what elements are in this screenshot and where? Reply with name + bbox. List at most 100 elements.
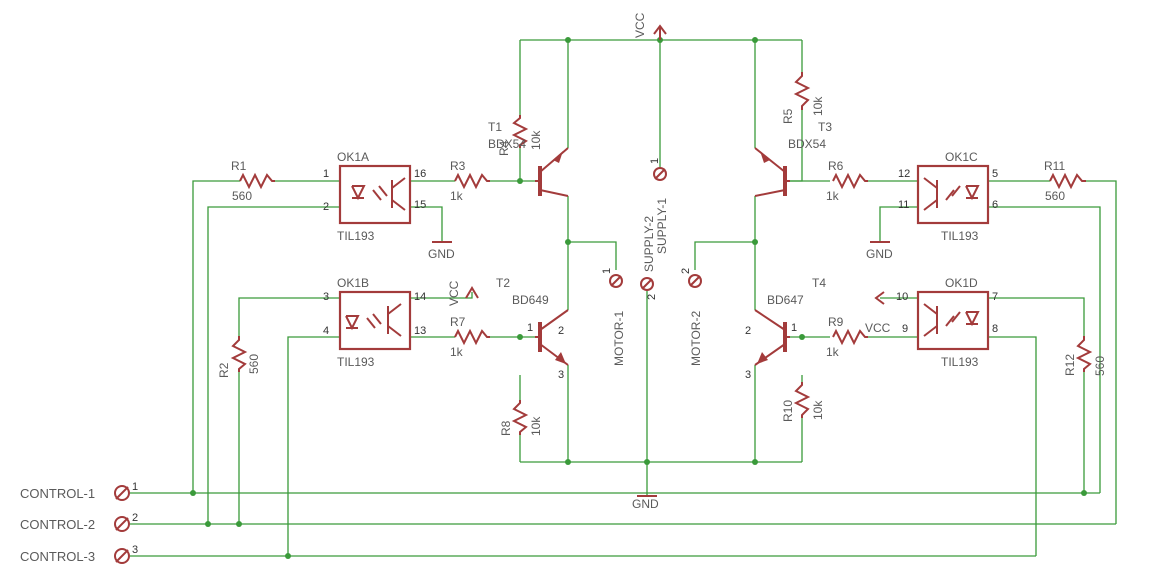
transistor-t4: T4 BD647 2 1 3 (745, 276, 826, 381)
resistor-r1: R1 560 (231, 159, 275, 203)
svg-text:T1: T1 (488, 120, 502, 134)
svg-text:1: 1 (132, 481, 138, 493)
svg-text:560: 560 (232, 189, 252, 203)
svg-text:2: 2 (745, 325, 751, 337)
svg-text:R11: R11 (1044, 159, 1065, 173)
svg-text:R1: R1 (231, 159, 247, 173)
wires (130, 39, 1117, 557)
svg-text:SUPPLY-1: SUPPLY-1 (655, 198, 669, 254)
resistor-r9: R9 1k (826, 315, 868, 359)
svg-text:GND: GND (866, 247, 893, 261)
svg-text:VCC: VCC (447, 280, 461, 306)
svg-text:CONTROL-3: CONTROL-3 (20, 549, 95, 564)
svg-text:2: 2 (323, 201, 329, 213)
svg-text:560: 560 (1045, 189, 1065, 203)
gnd-symbol-ok1c: GND (866, 241, 893, 261)
svg-text:6: 6 (992, 199, 998, 211)
svg-text:R2: R2 (217, 362, 231, 378)
svg-text:T2: T2 (496, 276, 510, 290)
svg-text:R5: R5 (781, 108, 795, 124)
svg-text:10k: 10k (529, 416, 543, 436)
svg-text:BD649: BD649 (512, 293, 549, 307)
svg-text:1: 1 (527, 322, 533, 334)
svg-text:3: 3 (745, 369, 751, 381)
terminal-control-1: CONTROL-1 1 (20, 481, 138, 501)
svg-text:560: 560 (247, 354, 261, 374)
svg-text:BD647: BD647 (767, 293, 804, 307)
ok1c-name: OK1C (945, 150, 978, 164)
gnd-symbol-bottom: GND (632, 495, 659, 511)
optocoupler-ok1b: OK1B TIL193 3 4 14 13 (323, 276, 426, 369)
svg-text:10k: 10k (811, 96, 825, 116)
svg-text:CONTROL-1: CONTROL-1 (20, 486, 95, 501)
terminal-supply-2: 2 SUPPLY-2 (640, 216, 658, 300)
terminal-motor-2: 2 MOTOR-2 (680, 268, 703, 366)
resistor-r11: R11 560 (1044, 159, 1086, 203)
svg-text:VCC: VCC (865, 321, 891, 335)
svg-text:15: 15 (414, 199, 426, 211)
svg-text:1k: 1k (450, 189, 464, 203)
svg-text:T4: T4 (812, 276, 826, 290)
svg-text:GND: GND (632, 497, 659, 511)
terminal-control-3: CONTROL-3 3 (20, 544, 138, 564)
ok1b-name: OK1B (337, 276, 369, 290)
svg-text:1: 1 (323, 168, 329, 180)
svg-text:2: 2 (558, 325, 564, 337)
resistor-r12: R12 560 (1063, 336, 1107, 376)
svg-text:R3: R3 (450, 159, 466, 173)
vcc-symbol-ok1b: VCC (447, 280, 479, 306)
svg-text:3: 3 (323, 291, 329, 303)
svg-text:VCC: VCC (633, 12, 647, 38)
svg-text:R8: R8 (499, 420, 513, 436)
svg-text:4: 4 (323, 325, 329, 337)
transistor-t3: T3 BDX54 (754, 120, 832, 197)
svg-text:R10: R10 (781, 400, 795, 422)
svg-text:1: 1 (649, 158, 661, 164)
svg-text:R4: R4 (497, 140, 511, 156)
terminal-supply-1: 1 SUPPLY-1 (649, 158, 669, 254)
svg-text:8: 8 (992, 323, 998, 335)
resistor-r8: R8 10k (499, 400, 543, 436)
svg-text:BDX54: BDX54 (488, 137, 526, 151)
svg-text:1k: 1k (826, 189, 840, 203)
svg-text:3: 3 (558, 369, 564, 381)
svg-text:R9: R9 (828, 315, 844, 329)
svg-text:1k: 1k (450, 345, 464, 359)
svg-text:BDX54: BDX54 (788, 137, 826, 151)
svg-text:10k: 10k (811, 400, 825, 420)
svg-text:14: 14 (414, 291, 426, 303)
resistor-r4: R4 10k (497, 115, 543, 156)
svg-text:1k: 1k (826, 345, 840, 359)
svg-text:3: 3 (132, 544, 138, 556)
terminal-motor-1: 1 MOTOR-1 (601, 268, 626, 366)
resistor-r7: R7 1k (450, 315, 490, 359)
svg-text:R6: R6 (828, 159, 844, 173)
svg-text:9: 9 (902, 323, 908, 335)
ok1c-value: TIL193 (941, 229, 979, 243)
transistor-t1: T1 BDX54 (488, 120, 569, 197)
ok1d-value: TIL193 (941, 355, 979, 369)
gnd-symbol-ok1a: GND (428, 241, 455, 261)
ok1a-value: TIL193 (337, 229, 375, 243)
svg-text:2: 2 (132, 512, 138, 524)
resistor-r10: R10 10k (781, 382, 825, 422)
optocoupler-ok1d: OK1D TIL193 10 9 7 8 (896, 276, 998, 369)
optocoupler-ok1a: OK1A TIL193 1 2 16 15 (323, 150, 426, 243)
resistor-r5: R5 10k (781, 72, 825, 124)
svg-text:R12: R12 (1063, 354, 1077, 376)
svg-text:12: 12 (898, 168, 910, 180)
vcc-symbol-top: VCC (633, 12, 667, 40)
svg-text:10: 10 (896, 291, 908, 303)
svg-text:MOTOR-2: MOTOR-2 (689, 311, 703, 366)
svg-text:MOTOR-1: MOTOR-1 (612, 311, 626, 366)
ok1b-value: TIL193 (337, 355, 375, 369)
resistor-r6: R6 1k (826, 159, 868, 203)
svg-text:CONTROL-2: CONTROL-2 (20, 517, 95, 532)
svg-text:2: 2 (680, 268, 692, 274)
ok1d-name: OK1D (945, 276, 978, 290)
svg-text:T3: T3 (818, 120, 832, 134)
svg-text:SUPPLY-2: SUPPLY-2 (642, 216, 656, 272)
resistor-r2: R2 560 (217, 336, 261, 378)
optocoupler-ok1c: OK1C TIL193 12 11 5 6 (898, 150, 998, 243)
